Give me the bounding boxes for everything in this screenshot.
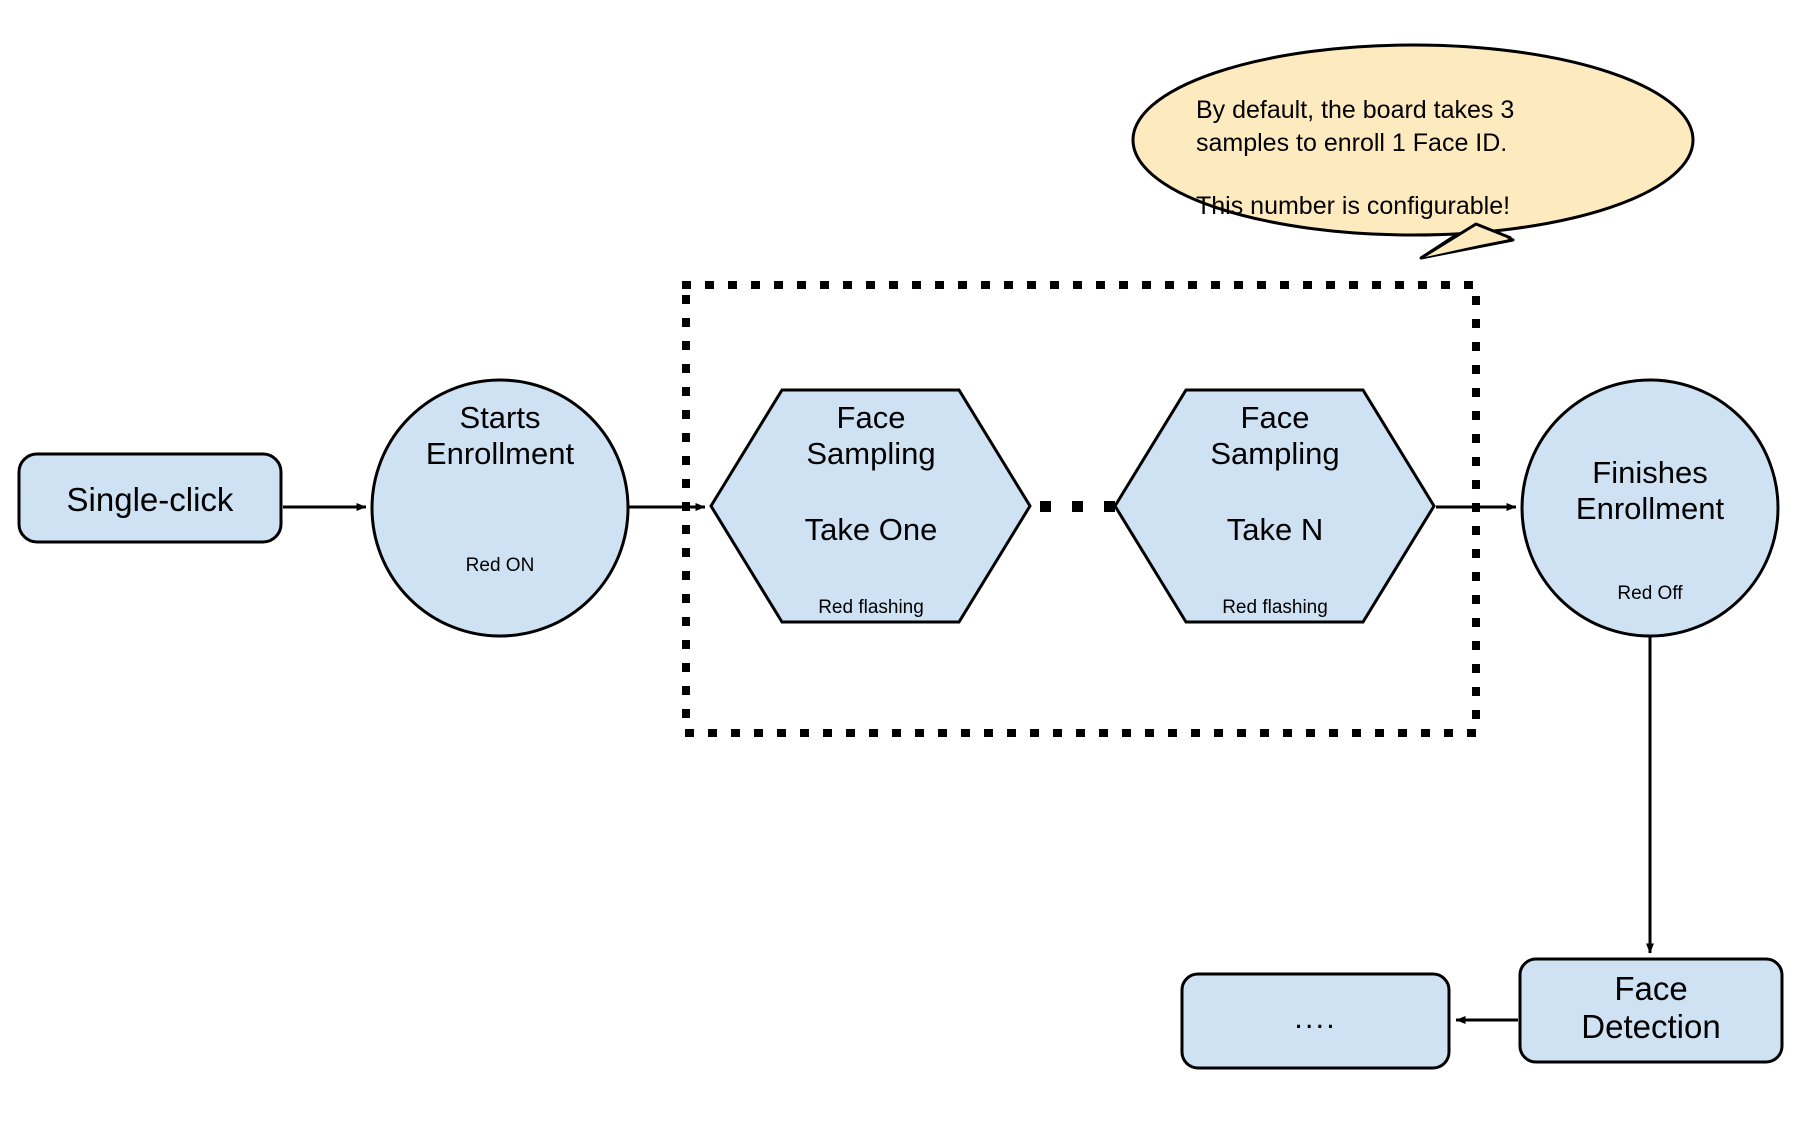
ellipsis-dot-2 (1072, 501, 1083, 512)
sampling-group-border (682, 281, 1480, 737)
node-starts-enrollment-shape[interactable] (370, 378, 630, 638)
callout-tail-outline (1420, 222, 1512, 260)
callout-balloon (1131, 43, 1695, 237)
node-finishes-enrollment-shape[interactable] (1520, 378, 1780, 638)
node-more-steps-shape[interactable] (1180, 972, 1451, 1070)
ellipsis-dot-3 (1104, 501, 1115, 512)
ellipsis-dot-1 (1040, 501, 1051, 512)
node-single-click-shape[interactable] (17, 452, 283, 544)
node-face-detection-shape[interactable] (1518, 957, 1784, 1064)
node-face-sampling-one-shape[interactable] (709, 388, 1032, 624)
node-face-sampling-n-shape[interactable] (1113, 388, 1436, 624)
